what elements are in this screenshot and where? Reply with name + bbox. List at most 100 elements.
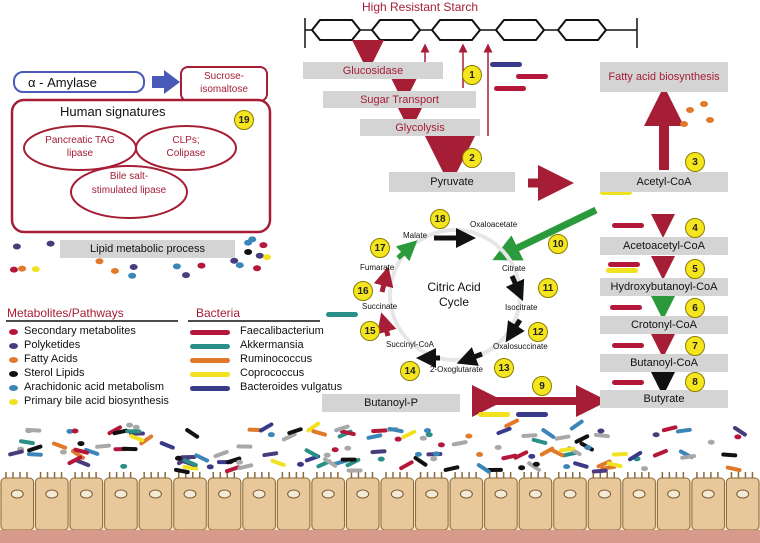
gut-metabolite: [120, 463, 128, 469]
legend-label: Secondary metabolites: [24, 325, 136, 337]
legend-label: Arachidonic acid metabolism: [24, 381, 165, 393]
epithelial-cell: [656, 477, 691, 531]
step-badge-6: 6: [685, 298, 705, 318]
gut-metabolite: [66, 428, 74, 434]
gut-bacterium: [270, 458, 286, 467]
gut-bacterium: [370, 449, 387, 455]
step-badge-5: 5: [685, 259, 705, 279]
bacterium-bar: [610, 305, 642, 310]
legend-label: Faecalibacterium: [240, 325, 324, 337]
clps-ellipse: [135, 125, 237, 171]
legend-swatch: [190, 358, 230, 363]
gut-bacterium: [67, 455, 83, 466]
human-signatures-title: Human signatures: [60, 104, 166, 119]
gut-bacterium: [401, 429, 417, 440]
gut-bacterium: [501, 453, 518, 461]
lipid-metabolite-dot: [197, 262, 206, 269]
tca-oxaloacetate: Oxaloacetate: [470, 220, 518, 229]
gut-bacterium: [224, 465, 241, 474]
tca-arrow-succinate-fumarate: [373, 266, 394, 293]
cell-nucleus: [79, 489, 93, 499]
lipid-metabolite-dot: [181, 272, 190, 279]
butyrate-box: Butyrate: [600, 390, 728, 408]
step-badge-14: 14: [400, 361, 420, 381]
bacteria-legend-title: Bacteria: [196, 306, 241, 320]
legend-label: Akkermansia: [240, 339, 304, 351]
bacterium-bar: [612, 223, 644, 228]
acetyl-coa-box: Acetyl-CoA: [600, 172, 728, 192]
lipid-metabolite-dot: [129, 264, 138, 271]
cell-nucleus: [494, 489, 508, 499]
cell-nucleus: [563, 489, 577, 499]
tca-arrow-isocitrate-oxalosuccinate: [505, 318, 525, 343]
gut-metabolite: [267, 432, 275, 438]
gut-metabolite: [640, 466, 648, 472]
gut-bacterium: [107, 425, 123, 436]
tca-oxoglutarate: 2-Oxoglutarate: [430, 365, 483, 374]
tca-arrow-oxalosuccinate-oxoglutarate: [456, 347, 483, 366]
glucose-ring: [370, 19, 422, 41]
gut-metabolite: [323, 452, 331, 458]
bacterium-bar: [516, 412, 548, 417]
gut-metabolite: [528, 453, 536, 459]
gut-metabolite: [174, 455, 182, 461]
legend-swatch: [9, 385, 18, 391]
legend-swatch: [190, 372, 230, 377]
gut-metabolite: [652, 432, 660, 438]
cell-nucleus: [321, 489, 335, 499]
gut-bacterium: [496, 426, 512, 436]
fatty-acid-dot: [700, 101, 708, 107]
tca-isocitrate: Isocitrate: [505, 303, 538, 312]
legend-label: Polyketides: [24, 339, 81, 351]
epithelial-cell: [691, 477, 725, 531]
amylase-label: α - Amylase: [28, 75, 97, 90]
bile-salt-label: Bile salt-stimulated lipase: [91, 171, 167, 196]
lipid-metabolite-dot: [244, 248, 253, 255]
epithelial-cell: [380, 477, 415, 531]
epithelial-cell: [553, 477, 587, 531]
gut-epithelium: [0, 472, 760, 543]
gut-bacterium: [451, 440, 468, 447]
gut-bacterium: [73, 447, 90, 455]
gut-bacterium: [125, 429, 142, 434]
gut-bacterium: [413, 455, 428, 467]
gut-metabolite: [424, 428, 432, 434]
cell-nucleus: [667, 489, 681, 499]
lipid-metabolite-dot: [235, 262, 244, 269]
glucose-ring: [310, 19, 362, 41]
gut-bacterium: [443, 465, 460, 472]
lipid-metabolite-dot: [259, 242, 268, 249]
step-badge-4: 4: [685, 218, 705, 238]
gut-metabolite: [563, 464, 571, 470]
gut-bacterium: [84, 447, 100, 456]
glucose-ring: [556, 19, 608, 41]
gut-metabolite: [25, 428, 33, 434]
lipid-metabolite-dot: [18, 265, 27, 272]
step-badge-16: 16: [353, 281, 373, 301]
arrow-acetylcoa-to-citrate: [492, 206, 598, 261]
step-badge-2: 2: [462, 148, 482, 168]
gut-bacterium: [287, 427, 303, 435]
lipid-metabolite-dot: [244, 239, 253, 246]
lipid-metabolite-dot: [230, 257, 239, 264]
gut-metabolite: [597, 428, 605, 434]
gut-bacterium: [399, 460, 414, 471]
gut-bacterium: [159, 441, 175, 450]
gut-metabolite: [394, 436, 402, 442]
lipid-metabolite-dot: [31, 266, 40, 273]
gut-metabolite: [734, 434, 742, 440]
gut-bacterium: [139, 434, 154, 446]
gut-bacterium: [236, 444, 253, 449]
legend-swatch: [190, 330, 230, 335]
gut-bacterium: [334, 424, 350, 433]
gut-metabolite: [344, 445, 352, 451]
gut-bacterium: [661, 425, 678, 433]
fatty-acid-dot: [706, 117, 714, 123]
gut-bacterium: [121, 446, 138, 452]
step-badge-10: 10: [548, 234, 568, 254]
tca-fumarate: Fumarate: [360, 263, 395, 272]
gut-bacterium: [237, 463, 254, 471]
step-badge-12: 12: [528, 322, 548, 342]
legend-label: Coprococcus: [240, 367, 305, 379]
gut-metabolite: [132, 424, 140, 430]
